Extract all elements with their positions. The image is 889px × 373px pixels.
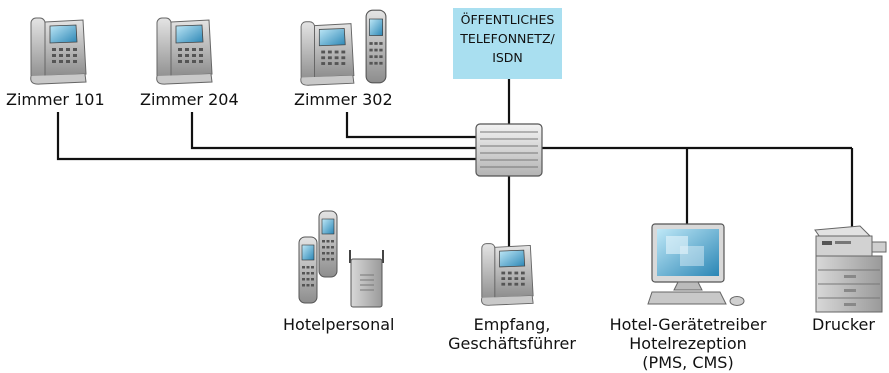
hotel-staff-label: Hotelpersonal xyxy=(283,315,395,334)
line-room-101 xyxy=(56,112,476,161)
public-network-label: ÖFFENTLICHES TELEFONNETZ/ ISDN xyxy=(460,12,555,65)
line-room-302 xyxy=(345,112,476,139)
reception-label: Empfang, Geschäftsführer xyxy=(448,315,576,353)
public-network-box: ÖFFENTLICHES TELEFONNETZ/ ISDN xyxy=(453,8,562,79)
room-101-label: Zimmer 101 xyxy=(6,90,105,109)
pbx-switch-icon xyxy=(475,123,543,177)
line-room-204 xyxy=(190,112,476,150)
printer-label: Drucker xyxy=(812,315,875,334)
desk-phone-icon xyxy=(481,243,534,306)
cordless-phones-with-base-icon xyxy=(298,210,384,308)
desk-phone-icon xyxy=(30,17,87,85)
computer-workstation-icon xyxy=(647,223,745,306)
desk-phone-icon xyxy=(300,21,355,86)
room-302-label: Zimmer 302 xyxy=(294,90,393,109)
printer-icon xyxy=(814,225,887,313)
workstation-label: Hotel-Gerätetreiber Hotelrezeption (PMS,… xyxy=(609,315,767,372)
desk-phone-icon xyxy=(156,17,213,85)
connection-lines xyxy=(56,79,854,248)
base-station-icon xyxy=(349,250,384,308)
room-204-label: Zimmer 204 xyxy=(140,90,239,109)
cordless-phone-icon xyxy=(365,9,387,84)
